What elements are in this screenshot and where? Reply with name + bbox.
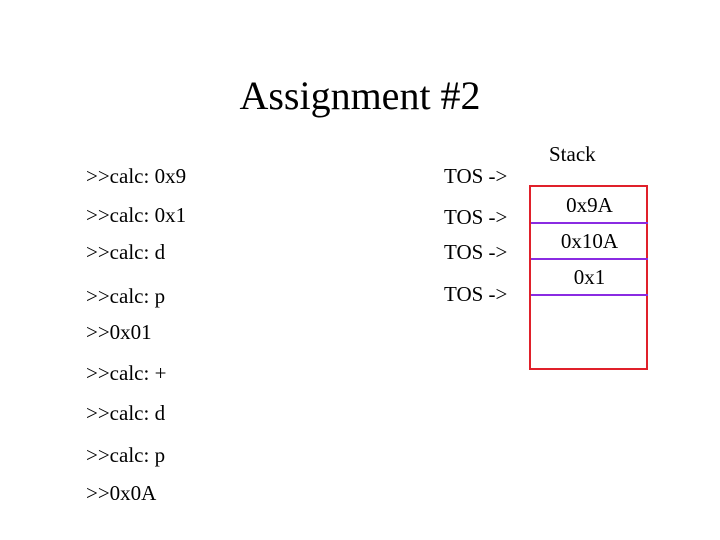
stack-divider bbox=[531, 294, 648, 296]
stack-cell: 0x9A bbox=[566, 193, 613, 217]
stack-label: Stack bbox=[549, 142, 596, 166]
session-line: >>calc: d bbox=[86, 240, 166, 264]
tos-marker: TOS -> bbox=[444, 240, 508, 264]
tos-marker: TOS -> bbox=[444, 205, 508, 229]
session-line: >>calc: p bbox=[86, 284, 166, 308]
tos-marker: TOS -> bbox=[444, 282, 508, 306]
session-line: >>calc: 0x1 bbox=[86, 203, 187, 227]
session-line: >>calc: + bbox=[86, 361, 167, 385]
stack-divider bbox=[531, 222, 648, 224]
slide-title: Assignment #2 bbox=[239, 73, 481, 118]
session-line: >>calc: d bbox=[86, 401, 166, 425]
session-line: >>0x0A bbox=[86, 481, 157, 505]
stack-cell: 0x1 bbox=[573, 265, 606, 289]
stack-cell: 0x10A bbox=[560, 229, 619, 253]
tos-marker: TOS -> bbox=[444, 164, 508, 188]
session-line: >>calc: p bbox=[86, 443, 166, 467]
stack-divider bbox=[531, 258, 648, 260]
session-line: >>0x01 bbox=[86, 320, 152, 344]
stack-box bbox=[529, 185, 648, 370]
session-line: >>calc: 0x9 bbox=[86, 164, 187, 188]
